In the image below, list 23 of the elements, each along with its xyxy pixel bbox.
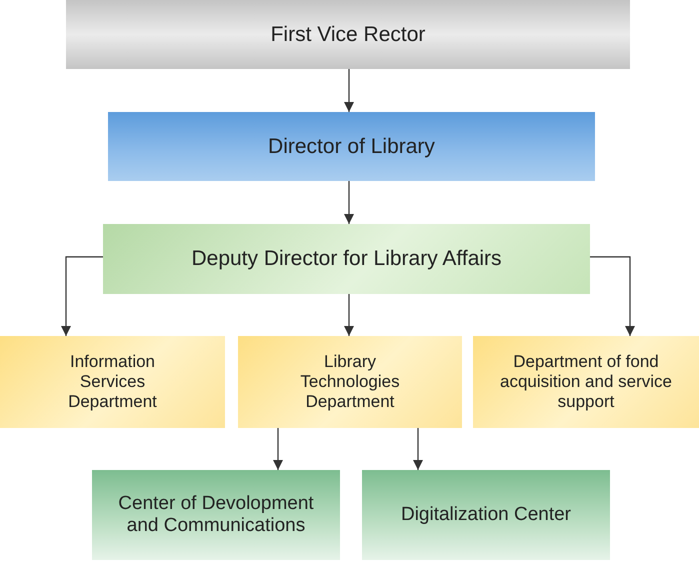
org-box	[238, 336, 462, 428]
org-box	[108, 112, 595, 181]
arrow	[344, 294, 354, 336]
arrow	[273, 428, 283, 470]
arrow	[590, 256, 635, 336]
box-label: Director of Library	[267, 134, 436, 158]
box-label: Deputy Director for Library Affairs	[190, 247, 503, 271]
box-label: First Vice Rector	[270, 22, 426, 46]
arrow	[344, 181, 354, 224]
box-label: Center of Devolopment and Communications	[117, 493, 315, 537]
box-label: Library Technologies Department	[299, 352, 401, 412]
org-box	[103, 224, 590, 294]
org-box	[0, 336, 225, 428]
org-box	[66, 0, 630, 69]
box-label: Digitalization Center	[400, 504, 572, 526]
org-box	[362, 470, 610, 560]
box-label: Department of fond acquisition and service support	[499, 352, 673, 412]
arrow	[344, 69, 354, 112]
org-box	[92, 470, 340, 560]
arrow	[413, 428, 423, 470]
box-label: Information Services Department	[67, 352, 158, 412]
arrow	[61, 256, 103, 336]
org-box	[473, 336, 699, 428]
